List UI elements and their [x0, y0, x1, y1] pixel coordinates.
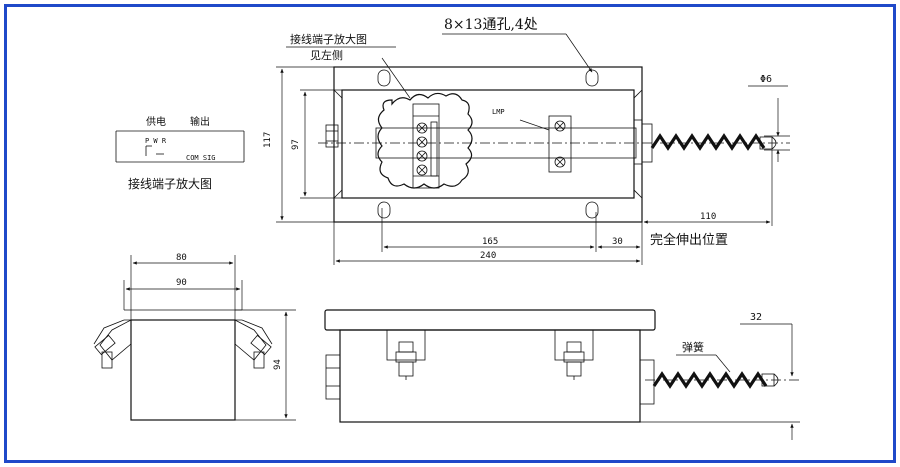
- front-top-plate: [324, 309, 656, 331]
- top-view: LMP 接线端子放大图 见左侧 8×13通孔,4处 117 97: [263, 17, 790, 265]
- lmp-sensor: [548, 115, 572, 173]
- terminal-block: [412, 103, 440, 189]
- com-sig-label: COM SIG: [186, 154, 216, 162]
- phi6-label: Φ6: [760, 74, 772, 85]
- clamp-bolt: [554, 329, 594, 380]
- dim-94: 94: [273, 359, 283, 370]
- terminal-screw: [416, 122, 428, 176]
- dim-32: 32: [750, 312, 762, 323]
- spring-label: 弹簧: [682, 340, 704, 354]
- supply-label: 供电: [146, 115, 166, 128]
- dim-90: 90: [176, 278, 187, 288]
- end-body: [130, 319, 236, 421]
- spring-top: [650, 133, 766, 151]
- holes-note: 8×13通孔,4处: [444, 17, 538, 33]
- front-body: [339, 329, 641, 423]
- drawing-frame: [4, 4, 896, 463]
- cover-plate: [341, 89, 635, 199]
- dim-240: 240: [480, 251, 496, 261]
- output-label: 输出: [190, 115, 210, 128]
- detail-cloud: [377, 92, 473, 189]
- terminal-detail-title: 接线端子放大图: [290, 32, 367, 46]
- mounting-slot: [377, 69, 599, 219]
- full-extension-label: 完全伸出位置: [650, 232, 728, 248]
- front-view: 弹簧 32: [324, 309, 800, 440]
- end-view: 80 90 94: [93, 253, 296, 421]
- lmp-label: LMP: [492, 108, 505, 116]
- dim-110: 110: [700, 212, 716, 222]
- terminal-detail: 供电 输出 P W R COM SIG 接线端子放大图: [115, 115, 245, 191]
- dim-80: 80: [176, 253, 187, 263]
- dim-165: 165: [482, 237, 498, 247]
- pwr-label: P W R: [145, 137, 167, 145]
- left-gland: [325, 124, 339, 148]
- dim-117: 117: [263, 132, 273, 148]
- spring-front: [652, 371, 768, 389]
- terminal-detail-caption: 接线端子放大图: [128, 176, 212, 191]
- clamp-bolt: [386, 329, 426, 380]
- terminal-detail-subtitle: 见左侧: [310, 49, 343, 62]
- dim-97: 97: [291, 139, 301, 150]
- dim-30: 30: [612, 237, 623, 247]
